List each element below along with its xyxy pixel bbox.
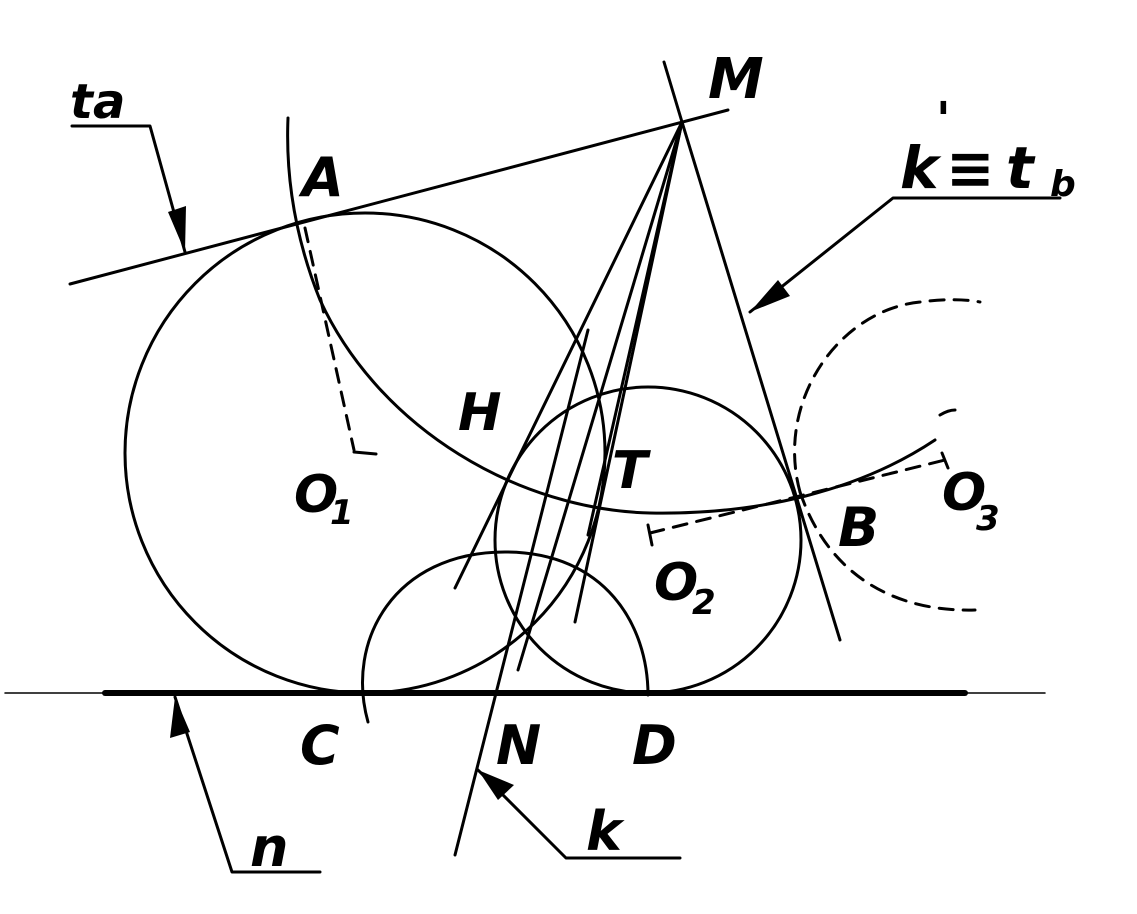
label-h: H	[458, 383, 502, 443]
label-a: A	[298, 146, 344, 209]
line-o2o3-tick-right	[940, 451, 950, 470]
label-n-point: N	[496, 714, 541, 777]
line-m-n	[516, 120, 684, 672]
line-m-h	[453, 120, 684, 590]
label-o3: O	[942, 463, 986, 523]
label-c: C	[300, 714, 340, 777]
circle-cd-arc	[361, 550, 650, 724]
label-k-tb-k: k	[900, 134, 942, 202]
label-o1: O	[294, 465, 338, 525]
arrow-ta	[168, 206, 186, 252]
label-t: T	[612, 441, 651, 501]
circle-o3-upper	[793, 298, 982, 494]
leader-k-tb	[748, 196, 1062, 314]
arrow-n	[170, 697, 190, 738]
leader-ta	[70, 124, 187, 254]
label-k-tb-sub: b	[1050, 164, 1076, 205]
label-o2: O	[654, 553, 698, 613]
label-m: M	[708, 47, 764, 112]
radius-ao1-tick	[352, 450, 378, 456]
label-n-line: n	[250, 816, 288, 879]
circle-o1	[123, 211, 607, 695]
line-k-tb	[680, 120, 842, 642]
line-k	[453, 328, 590, 857]
label-o1-sub: 1	[330, 493, 354, 533]
label-k-line: k	[586, 800, 625, 863]
tangent-ta	[68, 108, 730, 286]
line-m-upper	[662, 60, 684, 124]
circle-o2	[493, 385, 803, 695]
arrow-k-tb	[750, 280, 790, 312]
label-b: B	[838, 496, 879, 559]
arc-ab	[286, 116, 937, 515]
label-ta: ta	[70, 74, 125, 130]
label-k-tb-equiv: ≡	[946, 134, 995, 202]
label-o2-sub: 2	[692, 583, 716, 623]
line-m-o2	[573, 120, 684, 624]
label-k-tb-t: t	[1006, 134, 1036, 202]
label-o3-sub: 3	[976, 499, 1000, 539]
leader-n	[173, 695, 322, 874]
label-d: D	[632, 714, 677, 777]
line-o2o3-tick-left	[646, 523, 654, 547]
circle-o3-lower	[798, 490, 977, 612]
circle-o3-tick	[938, 408, 957, 417]
arrow-k	[478, 770, 514, 800]
radius-ao1	[303, 226, 356, 452]
leader-k	[476, 768, 682, 860]
label-k-tb-prime: '	[936, 92, 951, 148]
